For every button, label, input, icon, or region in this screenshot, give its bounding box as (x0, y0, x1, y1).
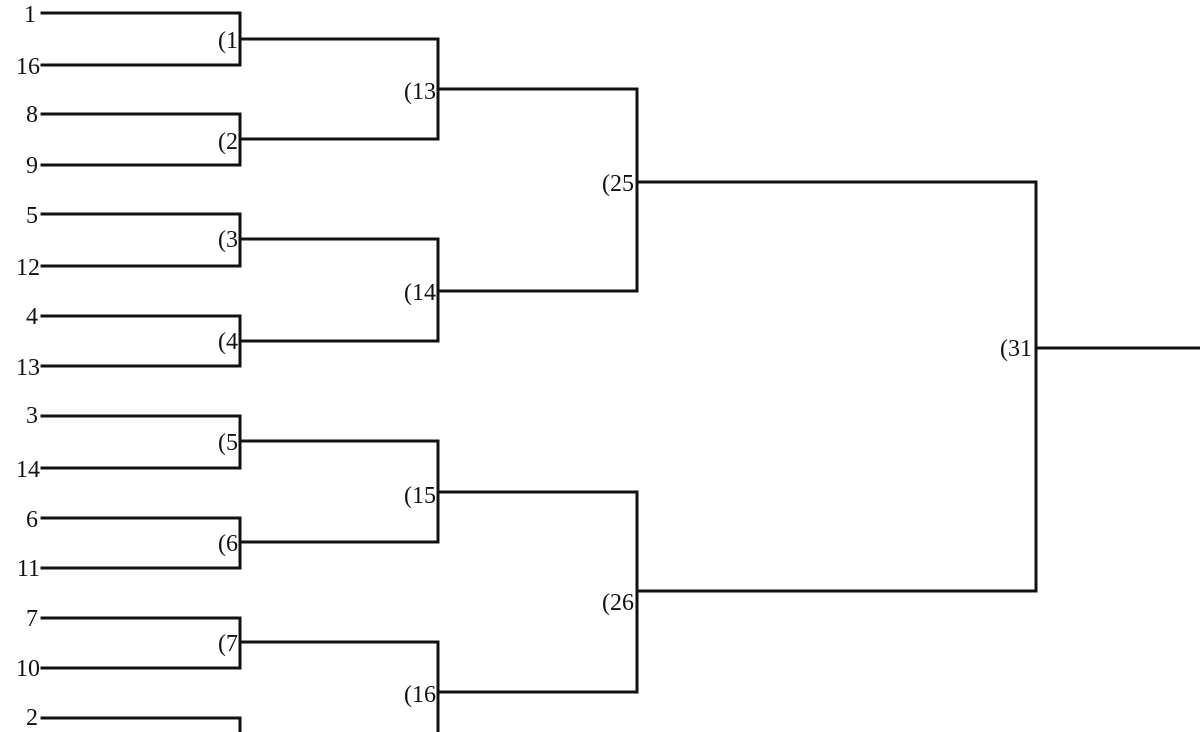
match-label: (5 (218, 430, 238, 456)
seed-label: 7 (26, 606, 38, 632)
seed-label: 6 (26, 507, 38, 533)
match-label: (15 (404, 483, 436, 509)
match-label: (2 (218, 129, 238, 155)
seed-label: 14 (16, 457, 40, 483)
match-label: (16 (404, 682, 436, 708)
round1-connector (40, 112, 242, 167)
seed-label: 4 (26, 304, 38, 330)
round1-connector (40, 414, 242, 470)
match-label: (26 (602, 590, 634, 616)
match-label: (7 (218, 631, 238, 657)
match-label: (1 (218, 28, 238, 54)
match-label: (13 (404, 79, 436, 105)
seed-label: 3 (26, 403, 38, 429)
bracket-labels: 1 16 8 9 5 12 4 13 3 14 6 11 7 10 2 (1 (… (16, 2, 1032, 731)
round1-connector (40, 212, 242, 268)
match-label: (14 (404, 280, 436, 306)
match-label: (31 (1000, 336, 1032, 362)
round1-connector (40, 516, 242, 570)
match-label: (4 (218, 329, 238, 355)
round1-connector (40, 716, 242, 732)
match-label: (3 (218, 227, 238, 253)
round2-connector (238, 640, 440, 732)
round1-connector (40, 11, 242, 67)
round3-connector (436, 87, 639, 293)
seed-label: 9 (26, 153, 38, 179)
seed-label: 2 (26, 705, 38, 731)
seed-label: 1 (24, 2, 36, 28)
round1-connector (40, 314, 242, 368)
match-label: (6 (218, 531, 238, 557)
round4-connector (635, 180, 1038, 593)
seed-label: 13 (16, 355, 40, 381)
match-label: (25 (602, 171, 634, 197)
seed-label: 5 (26, 203, 38, 229)
round1-connector (40, 616, 242, 670)
seed-label: 12 (16, 255, 40, 281)
seed-label: 11 (17, 556, 40, 582)
bracket-lines (40, 11, 1200, 732)
seed-label: 8 (26, 102, 38, 128)
seed-label: 10 (16, 656, 40, 682)
seed-label: 16 (16, 54, 40, 80)
